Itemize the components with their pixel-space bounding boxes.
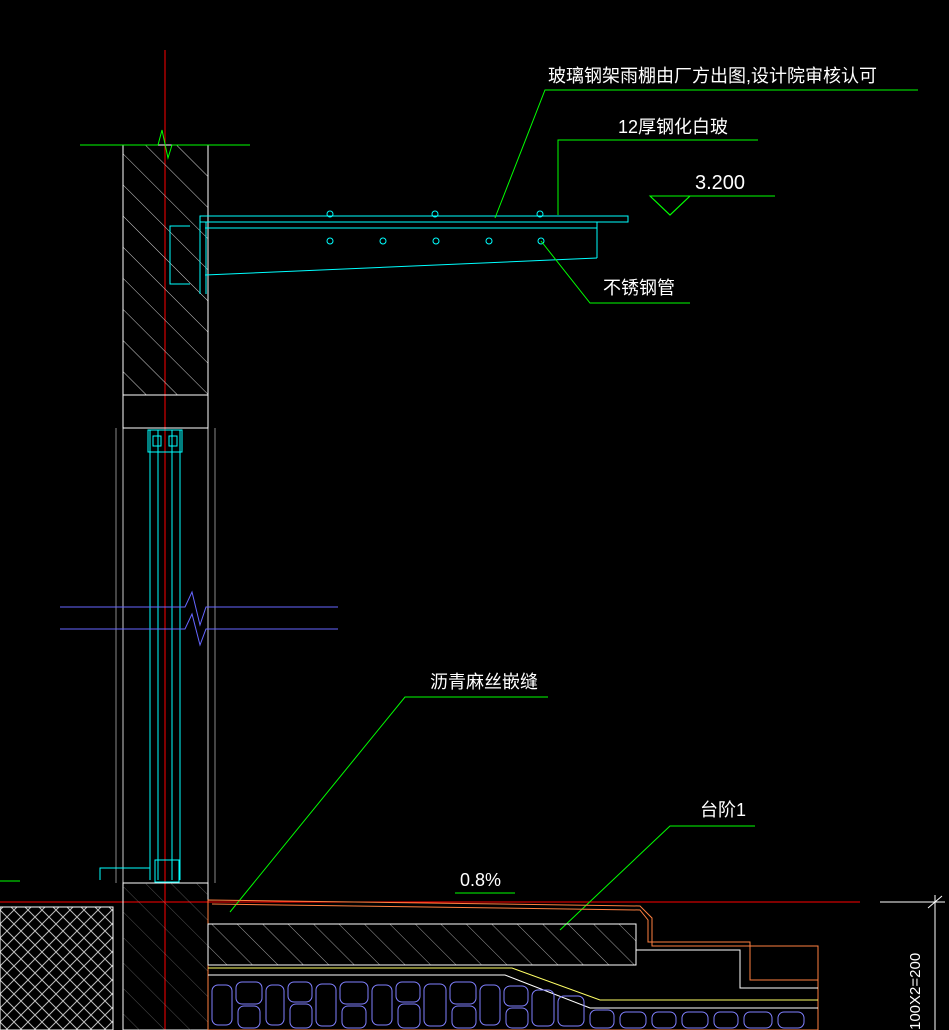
label-slope: 0.8% [460,870,501,890]
label-dimension: 100X2=200 [907,953,924,1030]
glass-clamps [326,210,544,218]
rubble-fill [211,981,805,1029]
label-step: 台阶1 [700,800,746,820]
window-frame [99,427,216,884]
annotation-text: 玻璃钢架雨棚由厂方出图,设计院审核认可 12厚钢化白玻 3.200 不锈钢管 沥… [430,66,924,1030]
label-glass-canopy: 玻璃钢架雨棚由厂方出图,设计院审核认可 [548,66,877,86]
upper-wall [80,129,250,429]
dimension-lines [880,895,945,1030]
elevation-marker [648,195,692,216]
ground [0,882,209,1030]
break-line [60,590,338,647]
steel-pipe-holes [326,237,545,245]
canopy [169,210,629,294]
label-steel-pipe: 不锈钢管 [603,278,675,298]
label-glass-thickness: 12厚钢化白玻 [618,117,728,137]
step-slab [207,899,819,1030]
label-elevation: 3.200 [695,172,745,194]
label-joint-fill: 沥青麻丝嵌缝 [430,672,538,692]
